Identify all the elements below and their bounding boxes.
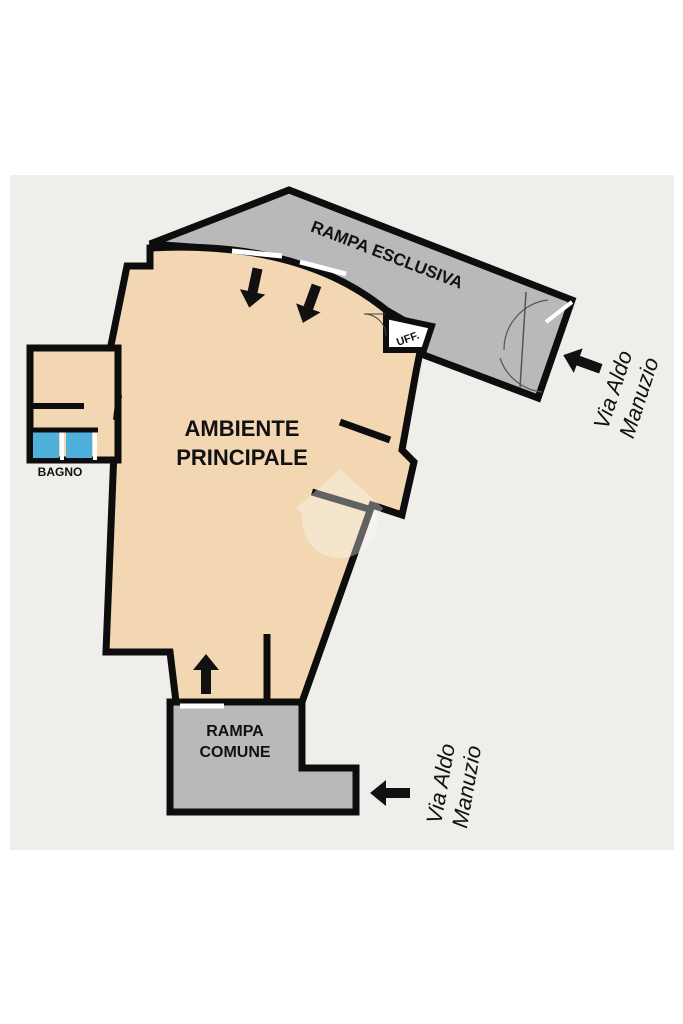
office-door-swing bbox=[363, 313, 387, 337]
bathroom-fixture bbox=[33, 432, 59, 458]
arrow-icon bbox=[563, 348, 603, 374]
main-room-label: PRINCIPALE bbox=[176, 445, 308, 470]
arrow-icon bbox=[296, 283, 322, 323]
interior-wall bbox=[310, 488, 374, 514]
arrow-icon bbox=[370, 780, 410, 806]
interior-wall bbox=[113, 394, 122, 421]
main-room-label: AMBIENTE bbox=[185, 416, 300, 441]
ramp-common-label: COMUNE bbox=[199, 744, 270, 761]
window bbox=[544, 300, 574, 324]
watermark-logo bbox=[296, 469, 384, 558]
window bbox=[299, 259, 347, 277]
ramp-common-area bbox=[166, 698, 360, 816]
ramp-door-swing bbox=[503, 299, 549, 351]
ramp-common-label: RAMPA bbox=[206, 723, 264, 740]
window bbox=[231, 248, 283, 259]
arrow-icon bbox=[193, 654, 219, 694]
office-area bbox=[383, 312, 436, 353]
ramp-door-line bbox=[519, 291, 527, 389]
arrow-icon bbox=[239, 267, 266, 308]
bathroom-label: BAGNO bbox=[38, 465, 83, 479]
ramp-door-swing bbox=[499, 357, 543, 393]
bathroom-fixture bbox=[66, 432, 92, 458]
interior-wall bbox=[338, 418, 392, 444]
